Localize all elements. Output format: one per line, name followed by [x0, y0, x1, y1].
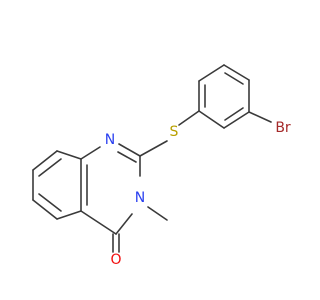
- bond: [139, 140, 168, 157]
- bond: [38, 193, 62, 212]
- bond: [80, 210, 117, 235]
- bond: [224, 107, 244, 121]
- bond: [80, 146, 101, 160]
- bond: [118, 143, 141, 157]
- atom-label-oxygen: O: [110, 252, 121, 268]
- atom-labels: N N S Br O: [105, 120, 291, 268]
- atom-label-sulfur: S: [170, 124, 179, 140]
- bond: [224, 72, 244, 85]
- molecule-canvas: N N S Br O: [32, 64, 291, 268]
- bond: [248, 111, 272, 123]
- bond: [56, 210, 82, 220]
- bond: [223, 64, 250, 81]
- bond: [198, 110, 225, 129]
- structure-drawing: N N S Br O: [32, 64, 291, 268]
- bond: [223, 111, 250, 129]
- bond-lines: [32, 64, 272, 253]
- bond: [32, 150, 58, 171]
- bond: [115, 213, 133, 235]
- bond: [32, 199, 58, 220]
- bond: [117, 151, 137, 163]
- atom-label-nitrogen: N: [105, 132, 115, 148]
- bond: [178, 110, 200, 126]
- bond: [198, 64, 225, 82]
- bond: [147, 206, 168, 221]
- bond: [38, 158, 62, 177]
- atom-label-nitrogen-methyl: N: [135, 190, 145, 206]
- atom-label-bromine: Br: [275, 120, 291, 136]
- bond: [56, 150, 82, 160]
